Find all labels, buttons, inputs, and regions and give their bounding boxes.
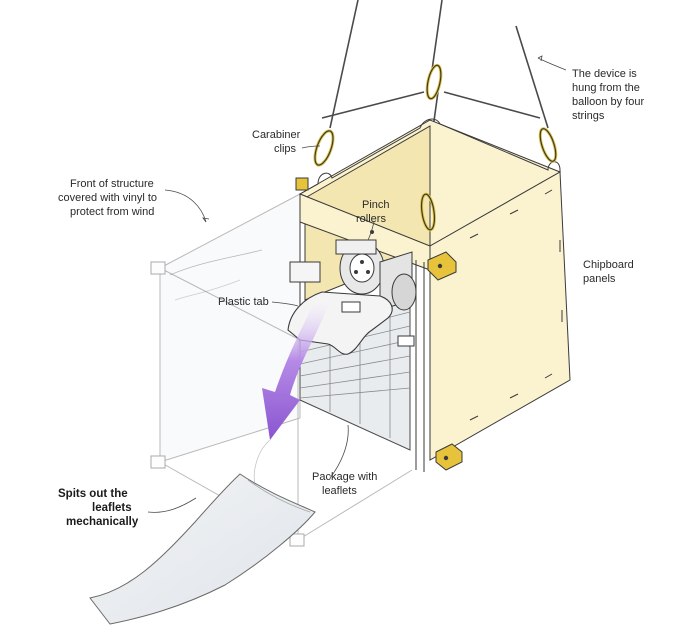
label-line: Chipboard <box>583 259 634 271</box>
label-pinch-rollers: Pinch rollers <box>356 199 390 225</box>
output-arrow <box>262 296 330 440</box>
svg-text:Carabiner: Carabiner <box>252 129 301 141</box>
label-line: Package with <box>312 471 377 483</box>
pinch-rollers <box>289 230 417 311</box>
label-line: mechanically <box>66 516 139 528</box>
label-chipboard: Chipboard panels <box>583 259 634 285</box>
label-spits: Spits out the leaflets mechanically <box>58 488 139 528</box>
svg-text:Front of structure: Front of structure <box>70 178 154 190</box>
carabiner-inner <box>420 192 436 232</box>
svg-text:leaflets: leaflets <box>322 485 357 497</box>
label-line: leaflets <box>92 502 132 514</box>
carabiner-clips <box>313 63 558 232</box>
label-line: protect from wind <box>70 206 154 218</box>
label-line: panels <box>583 273 616 285</box>
svg-text:protect from wind: protect from wind <box>70 206 154 218</box>
label-line: leaflets <box>322 485 357 497</box>
label-line: Pinch <box>362 199 390 211</box>
label-line: hung from the <box>572 82 640 94</box>
svg-text:balloon by four: balloon by four <box>572 96 644 108</box>
svg-text:clips: clips <box>274 143 297 155</box>
label-device-hung: The device is hung from the balloon by f… <box>572 68 644 122</box>
chipboard-box <box>298 118 571 472</box>
svg-text:hung from the: hung from the <box>572 82 640 94</box>
label-line: Front of structure <box>70 178 154 190</box>
svg-text:mechanically: mechanically <box>66 516 139 528</box>
ejected-leaflet-sheet <box>89 439 316 625</box>
leader-lines <box>147 55 567 513</box>
label-line: Spits out the <box>58 488 128 500</box>
strings <box>321 0 549 187</box>
label-package: Package with leaflets <box>312 471 377 497</box>
label-line: strings <box>572 110 605 122</box>
svg-text:Package with: Package with <box>312 471 377 483</box>
carabiner-right <box>538 127 558 163</box>
svg-text:Pinch: Pinch <box>362 199 390 211</box>
label-line: rollers <box>356 213 386 225</box>
carabiner-top <box>425 63 443 101</box>
label-front-structure: Front of structure covered with vinyl to… <box>58 178 157 218</box>
svg-text:leaflets: leaflets <box>92 502 132 514</box>
svg-text:covered with vinyl to: covered with vinyl to <box>58 192 157 204</box>
gold-brackets <box>295 177 463 471</box>
label-plastic-tab: Plastic tab <box>218 296 269 308</box>
svg-text:rollers: rollers <box>356 213 386 225</box>
label-line: covered with vinyl to <box>58 192 157 204</box>
label-line: clips <box>274 143 297 155</box>
svg-text:panels: panels <box>583 273 616 285</box>
svg-text:strings: strings <box>572 110 605 122</box>
svg-text:Chipboard: Chipboard <box>583 259 634 271</box>
svg-text:Spits out the: Spits out the <box>58 488 128 500</box>
svg-text:Plastic tab: Plastic tab <box>218 296 269 308</box>
label-line: balloon by four <box>572 96 644 108</box>
label-line: Plastic tab <box>218 296 269 308</box>
label-line: Carabiner <box>252 129 301 141</box>
carabiner-left <box>313 129 335 167</box>
label-line: The device is <box>572 68 637 80</box>
svg-text:The device is: The device is <box>572 68 637 80</box>
label-carabiner: Carabiner clips <box>252 129 301 155</box>
